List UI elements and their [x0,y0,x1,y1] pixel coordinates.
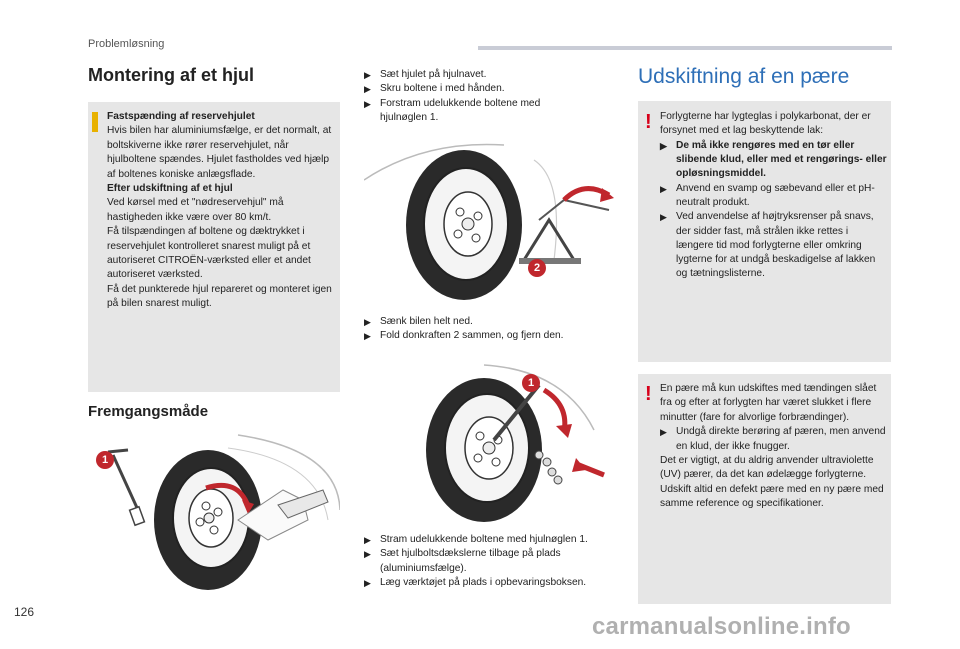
bolt-tighten-illustration: 1 [364,360,619,525]
info-paragraph: Få det punkterede hjul repareret og mont… [107,283,332,310]
step-item: ▶Fold donkraften 2 sammen, og fjern den. [364,330,564,342]
watermark-logo: carmanualsonline.info [592,613,851,640]
warning-list: ▶De må ikke rengøres med en tør eller sl… [660,139,888,282]
section-title-wheel: Montering af et hjul [88,65,254,85]
page-number: 126 [14,605,35,619]
warning-item: ▶De må ikke rengøres med en tør eller sl… [660,139,887,180]
wheel-bolts-drawing [426,364,605,522]
callout-1: 1 [96,451,114,469]
info-heading-spare: Fastspænding af reservehjulet [107,111,255,122]
warning-icon: ! [645,383,652,405]
steps-lower-list: ▶Sænk bilen helt ned. ▶Fold donkraften 2… [364,315,619,344]
callout-2: 2 [528,259,546,277]
info-paragraph: Hvis bilen har aluminiumsfælge, er det n… [107,125,332,180]
step-item: ▶Læg værktøjet på plads i opbevaringsbok… [364,576,587,588]
warning-intro: Forlygterne har lygteglas i polykarbonat… [660,111,871,137]
warning-box-headlamps: ! Forlygterne har lygteglas i polykarbon… [638,101,891,362]
info-box: Fastspænding af reservehjulet Hvis bilen… [88,102,340,392]
step-item: ▶Forstram udelukkende boltene med hjulnø… [364,97,541,123]
section-header: Problemløsning [88,38,165,50]
callout-1-wrench: 1 [522,374,540,392]
wheel-wrench-drawing [107,434,341,590]
warning-item: ▶Undgå direkte berøring af pæren, men an… [660,426,886,452]
info-paragraph: Ved kørsel med et "nødreservehjul" må ha… [107,197,284,223]
warning-box-bulb: ! En pære må kun udskiftes med tændingen… [638,374,891,604]
info-heading-after: Efter udskiftning af et hjul [107,183,233,195]
warning-item: ▶Ved anvendelse af højtryksrenser på sna… [660,211,876,280]
warning-icon: ! [645,111,652,133]
wheel-mount-illustration: 1 [88,430,341,592]
step-item: ▶Stram udelukkende boltene med hjulnøgle… [364,534,588,545]
warning-intro: En pære må kun udskiftes med tændingen s… [660,383,877,423]
step-item: ▶Sæt hjulet på hjulnavet. [364,69,487,80]
steps-final-list: ▶Stram udelukkende boltene med hjulnøgle… [364,533,619,590]
jack-lower-illustration: 2 [363,140,619,305]
step-item: ▶Sæt hjulboltsdækslerne tilbage på plads… [364,548,561,574]
info-paragraph: Få tilspændingen af boltene og dæktrykke… [107,226,311,281]
warning-paragraph: Det er vigtigt, at du aldrig anvender ul… [660,454,874,481]
info-icon [92,112,98,132]
steps-mount-list: ▶Sæt hjulet på hjulnavet. ▶Skru boltene … [364,68,619,125]
wheel-jack-drawing [363,143,614,300]
step-item: ▶Sænk bilen helt ned. [364,316,473,327]
subtitle-procedure: Fremgangsmåde [88,403,209,420]
warning-paragraph: Udskift altid en defekt pære med en ny p… [660,483,884,510]
warning-item: ▶Anvend en svamp og sæbevand eller et pH… [660,182,875,208]
step-item: ▶Skru boltene i med hånden. [364,83,505,95]
section-title-bulb: Udskiftning af en pære [638,65,850,88]
warning-list: ▶Undgå direkte berøring af pæren, men an… [660,425,888,454]
header-bar [478,46,892,50]
